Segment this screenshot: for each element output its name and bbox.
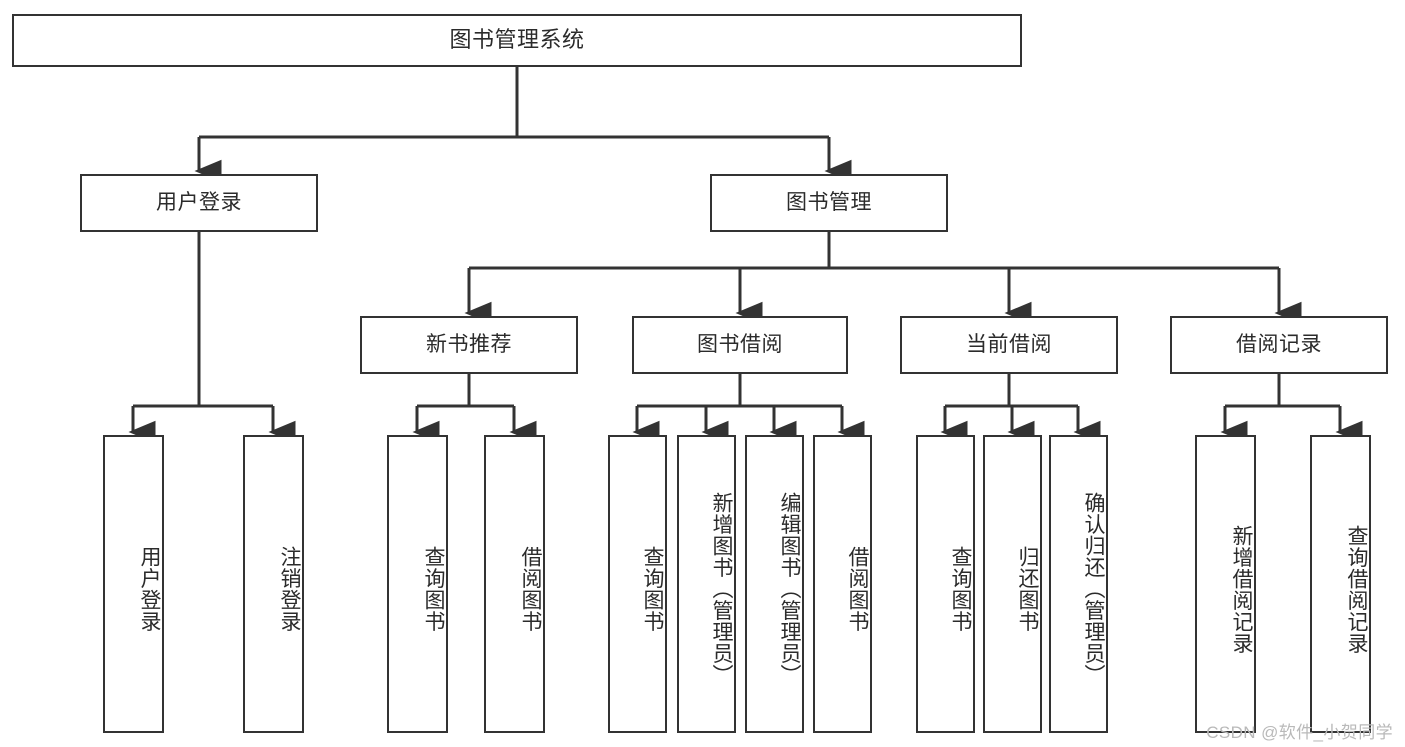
leaf-add-book[interactable]: 新增图书（管理员）	[677, 435, 736, 733]
leaf-user-login-label: 用户登录	[138, 546, 161, 632]
leaf-borrow-book-rec-label: 借阅图书	[519, 546, 542, 632]
watermark: CSDN @软件_小贺同学	[1206, 723, 1393, 742]
node-root-label: 图书管理系统	[449, 27, 585, 53]
leaf-user-login[interactable]: 用户登录	[103, 435, 164, 733]
node-book-borrow-label: 图书借阅	[697, 332, 783, 356]
node-new-book-rec-label: 新书推荐	[426, 332, 512, 356]
leaf-query-book-rec[interactable]: 查询图书	[387, 435, 448, 733]
node-borrow-record[interactable]: 借阅记录	[1170, 316, 1388, 374]
node-new-book-rec[interactable]: 新书推荐	[360, 316, 578, 374]
leaf-return-book-label: 归还图书	[1016, 546, 1039, 632]
leaf-edit-book-label: 编辑图书（管理员）	[778, 492, 801, 686]
leaf-query-book-current-label: 查询图书	[949, 546, 972, 632]
leaf-add-record-label: 新增借阅记录	[1230, 524, 1253, 654]
leaf-add-book-label: 新增图书（管理员）	[710, 492, 733, 686]
leaf-add-record[interactable]: 新增借阅记录	[1195, 435, 1256, 733]
node-borrow-record-label: 借阅记录	[1236, 332, 1322, 356]
node-user-login-label: 用户登录	[156, 190, 242, 214]
leaf-borrow-book-rec[interactable]: 借阅图书	[484, 435, 545, 733]
node-current-borrow[interactable]: 当前借阅	[900, 316, 1118, 374]
leaf-borrow-book-label: 借阅图书	[846, 546, 869, 632]
node-book-borrow[interactable]: 图书借阅	[632, 316, 848, 374]
node-book-manage-label: 图书管理	[786, 190, 872, 214]
node-root[interactable]: 图书管理系统	[12, 14, 1022, 67]
leaf-confirm-return-label: 确认归还（管理员）	[1082, 492, 1105, 686]
leaf-query-book-borrow-label: 查询图书	[641, 546, 664, 632]
node-user-login[interactable]: 用户登录	[80, 174, 318, 232]
leaf-confirm-return[interactable]: 确认归还（管理员）	[1049, 435, 1108, 733]
leaf-logout[interactable]: 注销登录	[243, 435, 304, 733]
leaf-query-book-rec-label: 查询图书	[422, 546, 445, 632]
leaf-query-book-borrow[interactable]: 查询图书	[608, 435, 667, 733]
leaf-query-record[interactable]: 查询借阅记录	[1310, 435, 1371, 733]
leaf-query-record-label: 查询借阅记录	[1345, 524, 1368, 654]
leaf-edit-book[interactable]: 编辑图书（管理员）	[745, 435, 804, 733]
leaf-query-book-current[interactable]: 查询图书	[916, 435, 975, 733]
leaf-return-book[interactable]: 归还图书	[983, 435, 1042, 733]
leaf-logout-label: 注销登录	[278, 546, 301, 632]
node-book-manage[interactable]: 图书管理	[710, 174, 948, 232]
leaf-borrow-book[interactable]: 借阅图书	[813, 435, 872, 733]
node-current-borrow-label: 当前借阅	[966, 332, 1052, 356]
